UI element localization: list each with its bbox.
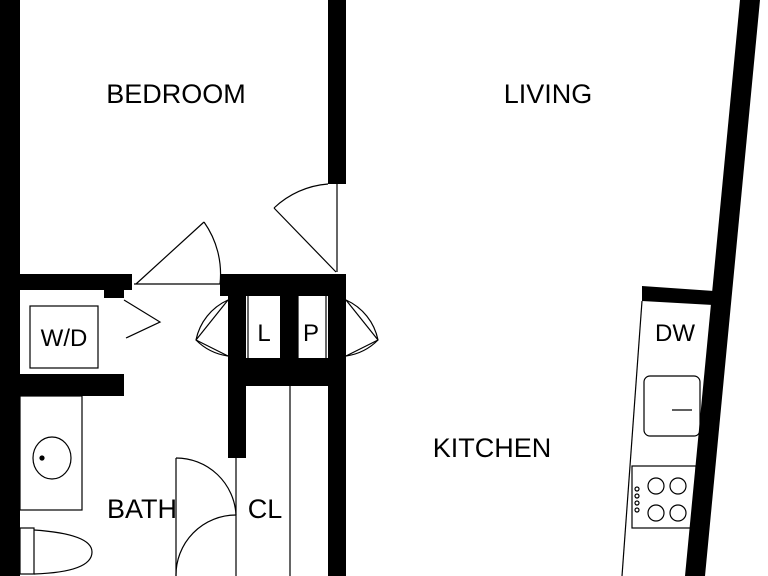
wall-stub-bath-top: [104, 274, 124, 298]
kitchen-counter-edge: [621, 300, 643, 576]
wall-pantry-right: [328, 290, 346, 360]
cooktop-icon: [631, 465, 697, 529]
door-bedroom-leaf: [135, 221, 205, 285]
wall-bedroom-bottom-right: [220, 274, 346, 296]
fixture-label-pantry: P: [303, 320, 319, 347]
toilet-tank-icon: [19, 527, 35, 575]
fixtures: [19, 305, 701, 575]
wall-left-exterior: [0, 0, 20, 576]
door-laundry-leaf: [123, 299, 162, 339]
door-closet-swing-top: [175, 457, 237, 516]
knob-3-icon: [634, 500, 640, 506]
door-pantry-swing: [345, 299, 379, 357]
sink-drain-icon: [39, 455, 45, 461]
fixture-label-washer-dryer: W/D: [41, 325, 88, 352]
door-living-swing: [273, 183, 329, 209]
burner-2-icon: [669, 477, 687, 495]
washer-dryer-box: [29, 305, 99, 369]
door-pantry-leaf: [345, 299, 379, 341]
wall-bedroom-living: [328, 0, 346, 184]
labels: BEDROOM LIVING KITCHEN BATH CL W/D L P D…: [41, 79, 696, 524]
door-closet-swing-bottom: [175, 514, 237, 576]
wall-right-exterior: [685, 0, 760, 576]
fixture-label-linen: L: [257, 320, 270, 347]
wall-closet-kitchen: [328, 386, 346, 576]
room-label-bath: BATH: [107, 494, 177, 524]
fixture-label-dishwasher: DW: [655, 320, 695, 347]
room-label-kitchen: KITCHEN: [433, 433, 552, 463]
wall-below-closets: [228, 358, 346, 386]
toilet-bowl-icon: [33, 529, 93, 575]
kitchen-sink-icon: [643, 375, 701, 437]
door-linen-swing: [195, 299, 229, 357]
knob-1-icon: [634, 486, 640, 492]
door-linen-leaf: [195, 299, 229, 341]
room-label-bedroom: BEDROOM: [106, 79, 246, 109]
wall-linen-pantry: [280, 290, 298, 360]
bath-sink-icon: [32, 436, 72, 480]
burner-1-icon: [647, 477, 665, 495]
knob-4-icon: [634, 507, 640, 513]
wall-laundry-bath: [20, 374, 124, 396]
room-label-living: LIVING: [504, 79, 593, 109]
bath-vanity: [19, 395, 83, 511]
doors: [123, 183, 379, 576]
knob-2-icon: [634, 493, 640, 499]
burner-3-icon: [647, 504, 665, 522]
room-label-closet: CL: [248, 494, 283, 524]
wall-kitchen-counter-top: [642, 286, 714, 305]
wall-bath-closet: [228, 386, 246, 458]
casework: [19, 296, 643, 576]
door-linen-leaf2: [195, 339, 229, 357]
door-living-leaf: [273, 207, 337, 273]
door-pantry-leaf2: [345, 339, 379, 357]
burner-4-icon: [669, 504, 687, 522]
door-bedroom-swing: [203, 221, 222, 285]
wall-linen-left: [228, 290, 246, 360]
